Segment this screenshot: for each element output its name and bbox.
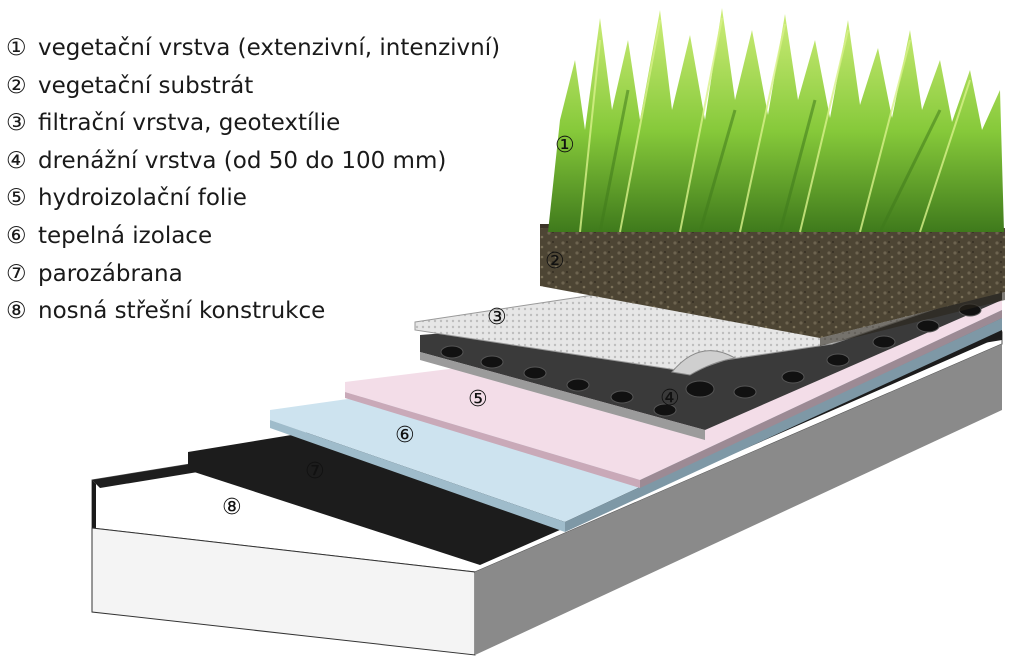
substrate-front — [540, 228, 1005, 338]
legend-label: filtrační vrstva, geotextílie — [38, 110, 341, 137]
layer-markers: ① ② ③ ④ ⑤ ⑥ ⑦ ⑧ — [222, 133, 680, 520]
legend-label: tepelná izolace — [38, 222, 213, 249]
legend-label: vegetační vrstva (extenzivní, intenzivní… — [38, 35, 501, 61]
geotextile-peeled-corner — [671, 350, 737, 376]
marker-3: ③ — [487, 305, 507, 330]
marker-4: ④ — [660, 386, 680, 411]
marker-8: ⑧ — [222, 495, 242, 520]
layer-vegetation — [548, 8, 1004, 233]
grass-shadow-blades — [598, 89, 942, 233]
legend-marker: ⑤ — [6, 185, 27, 212]
legend-label: vegetační substrát — [38, 72, 254, 99]
legend-item: ④ drenážní vrstva (od 50 do 100 mm) — [6, 143, 500, 181]
legend-marker: ⑧ — [6, 298, 27, 325]
marker-5: ⑤ — [468, 387, 488, 412]
legend-item: ⑥ tepelná izolace — [6, 218, 500, 256]
legend-marker: ⑦ — [6, 260, 27, 287]
marker-6: ⑥ — [395, 423, 415, 448]
substrate-side — [820, 292, 1005, 346]
grass-blades — [579, 17, 971, 233]
insulation-edge — [270, 420, 565, 532]
membrane-side — [640, 310, 1002, 488]
grass-mass — [548, 8, 1004, 232]
legend-marker: ① — [6, 35, 27, 61]
legend-marker: ③ — [6, 110, 27, 137]
drainage-dimples — [440, 303, 982, 417]
membrane-edge — [345, 392, 640, 488]
layer-legend: ① vegetační vrstva (extenzivní, intenzivn… — [6, 30, 500, 331]
legend-item: ⑤ hydroizolační folie — [6, 180, 500, 218]
legend-item: ① vegetační vrstva (extenzivní, intenzivn… — [6, 30, 500, 68]
legend-item: ② vegetační substrát — [6, 68, 500, 106]
marker-1: ① — [555, 133, 575, 158]
marker-2: ② — [545, 249, 565, 274]
structure-side-face — [475, 344, 1002, 655]
marker-7: ⑦ — [305, 459, 325, 484]
legend-marker: ⑥ — [6, 222, 27, 249]
legend-label: parozábrana — [38, 260, 183, 287]
legend-marker: ② — [6, 72, 27, 99]
legend-label: drenážní vrstva (od 50 do 100 mm) — [38, 147, 447, 174]
legend-item: ⑦ parozábrana — [6, 256, 500, 294]
legend-marker: ④ — [6, 147, 27, 174]
legend-item: ⑧ nosná střešní konstrukce — [6, 293, 500, 331]
insulation-side — [565, 318, 1002, 532]
legend-item: ③ filtrační vrstva, geotextílie — [6, 105, 500, 143]
drainage-edge — [420, 352, 705, 440]
legend-label: hydroizolační folie — [38, 185, 247, 212]
legend-label: nosná střešní konstrukce — [38, 298, 326, 325]
structure-left-edge — [92, 480, 96, 530]
